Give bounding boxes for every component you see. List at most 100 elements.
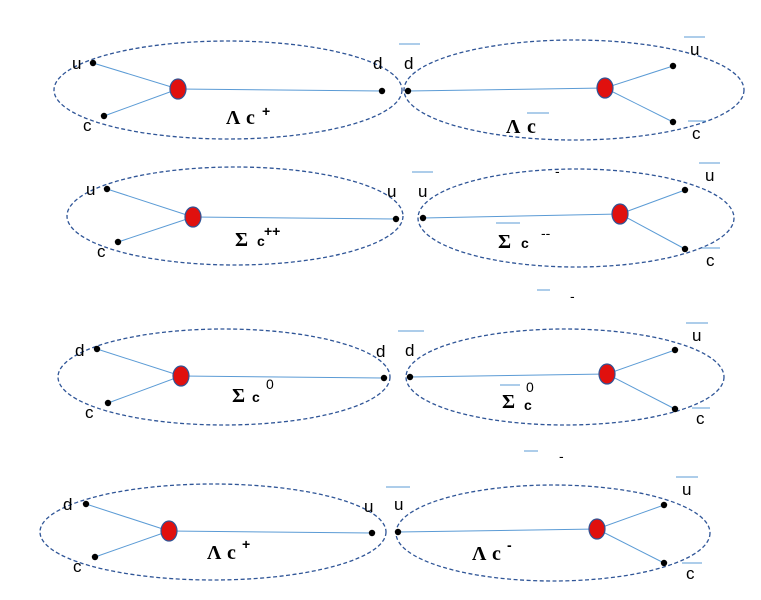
quark-label: c (83, 116, 92, 135)
quark-line (596, 528, 665, 564)
quark-dot (93, 345, 101, 353)
link-line (180, 375, 385, 379)
link-quark-label: u (387, 182, 396, 201)
baryon-ellipse (39, 483, 387, 581)
quark-dot (660, 559, 668, 567)
quark-dot (419, 214, 427, 222)
quark-label: c (85, 403, 94, 422)
baryon-sigma-c-plus-plus: u c u Σ c ++ (66, 166, 404, 266)
quark-label: u (705, 166, 714, 185)
quark-label: u (86, 180, 95, 199)
center-node (184, 206, 202, 228)
diagram-row-3: d c d Σ c 0 d u c Σ c 0 (57, 322, 725, 464)
quark-dot (392, 215, 400, 223)
baryon-symbol: Σ (235, 229, 248, 251)
quark-label: c (97, 242, 106, 261)
baryon-subscript: c (257, 233, 265, 249)
link-quark-label: d (376, 342, 385, 361)
link-line (409, 373, 608, 378)
baryon-ellipse (403, 39, 745, 141)
quark-dot (100, 112, 108, 120)
quark-line (85, 503, 170, 532)
diagram-row-2: u c u Σ c ++ u u c Σ c -- - (66, 162, 735, 304)
link-quark-label: d (405, 341, 414, 360)
quark-line (619, 189, 686, 215)
quark-line (606, 373, 676, 410)
baryon-anti-lambda-c-minus: u u c Λ c - (386, 476, 711, 583)
baryon-subscript: c (227, 542, 236, 564)
baryon-charge: 0 (526, 379, 534, 395)
baryon-symbol: Λ (207, 542, 222, 564)
baryon-ellipse (57, 328, 391, 426)
quark-dot (380, 374, 388, 382)
quark-line (92, 62, 179, 90)
baryon-subscript: c (252, 389, 260, 405)
baryon-charge: ++ (264, 223, 280, 239)
quark-line (96, 348, 182, 377)
quark-dot (660, 501, 668, 509)
quark-label: d (63, 495, 72, 514)
quark-line (604, 87, 674, 123)
baryon-symbol: Λ (506, 116, 521, 138)
link-line (407, 87, 606, 92)
quark-line (94, 530, 170, 558)
baryon-subscript: c (524, 397, 532, 413)
diagram-row-1: u c d Λ c + d u c Λ c (53, 36, 745, 143)
baryon-symbol: Σ (502, 391, 515, 413)
link-line (192, 216, 397, 220)
quark-dot (671, 346, 679, 354)
quark-label: c (73, 557, 82, 576)
quark-dot (378, 87, 386, 95)
baryon-anti-lambda-c: d u c Λ c (399, 36, 745, 143)
quark-label: c (692, 124, 701, 143)
baryon-subscript: c (527, 116, 536, 138)
link-quark-label: u (364, 497, 373, 516)
quark-dot (404, 87, 412, 95)
quark-dot (669, 118, 677, 126)
baryon-subscript: c (492, 543, 501, 565)
quark-label: c (686, 564, 695, 583)
quark-dot (103, 185, 111, 193)
baryon-anti-sigma-c: u u c Σ c -- - - (412, 162, 735, 304)
quark-dot (669, 62, 677, 70)
baryon-symbol: Σ (232, 385, 245, 407)
quark-line (107, 375, 182, 404)
baryon-ellipse (53, 40, 403, 140)
quark-label: c (696, 409, 705, 428)
baryon-symbol: Λ (226, 107, 241, 129)
link-line (168, 530, 373, 534)
quark-line (103, 88, 179, 117)
baryon-lambda-c-plus: u c d Λ c + (53, 40, 403, 140)
link-quark-label: u (418, 182, 427, 201)
baryon-subscript: c (521, 235, 529, 251)
baryon-charge: -- (541, 225, 551, 241)
stray-mark: - (559, 448, 564, 464)
quark-dot (114, 238, 122, 246)
quark-line (106, 188, 194, 218)
quark-label: c (706, 251, 715, 270)
quark-label: u (72, 54, 81, 73)
center-node (172, 365, 190, 387)
baryon-symbol: Σ (498, 231, 511, 253)
baryon-anti-sigma-c-zero: d u c Σ c 0 - (398, 322, 725, 464)
stray-mark: - (570, 288, 575, 304)
quark-dot (104, 399, 112, 407)
quark-label: u (692, 326, 701, 345)
center-node (160, 520, 178, 542)
baryon-charge: - (507, 537, 512, 553)
quark-line (596, 504, 665, 530)
quark-label: d (75, 341, 84, 360)
baryon-charge: 0 (266, 376, 274, 392)
center-node (596, 77, 614, 99)
quark-line (117, 216, 194, 243)
quark-line (606, 349, 676, 375)
baryon-ellipse (417, 168, 735, 268)
center-node (611, 203, 629, 225)
quark-dot (368, 529, 376, 537)
baryon-charge: + (242, 536, 250, 552)
link-quark-label: d (404, 54, 413, 73)
quark-dot (82, 500, 90, 508)
link-line (177, 88, 383, 92)
baryon-symbol: Λ (472, 543, 487, 565)
